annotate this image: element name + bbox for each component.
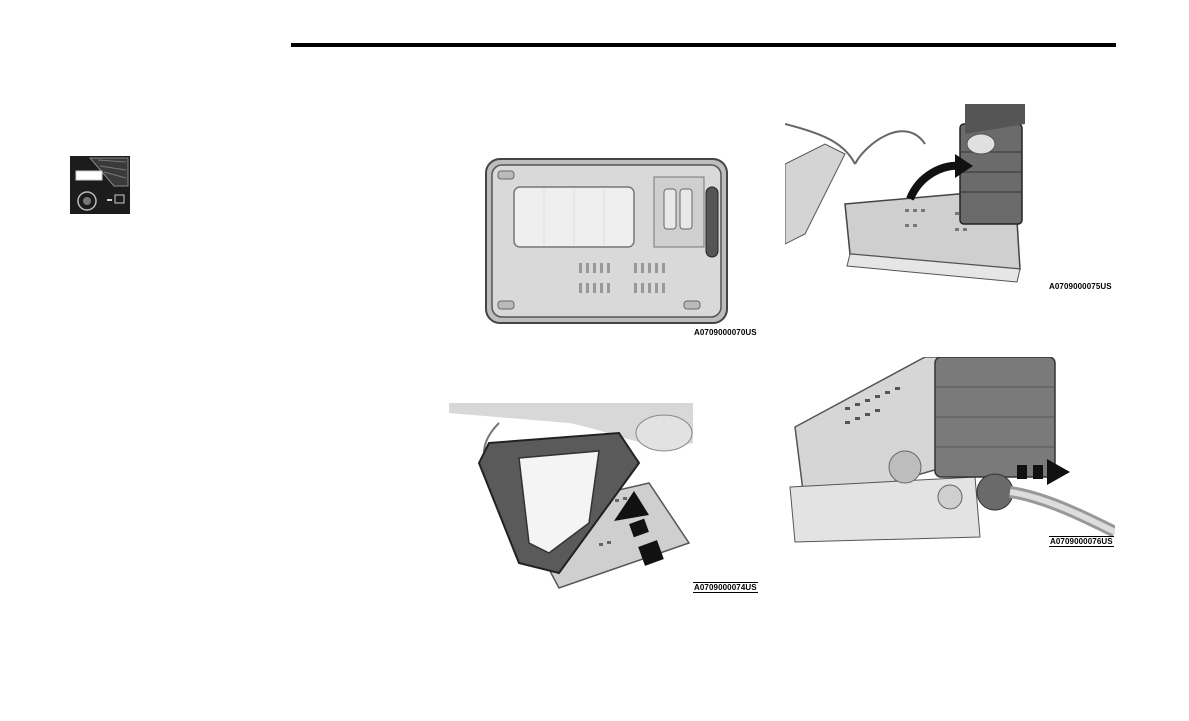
figure-caption: A0709000074US (693, 582, 758, 593)
figure-caption: A0709000076US (1049, 536, 1114, 547)
figure-unit-top-view (484, 157, 729, 325)
figure-caption: A0709000070US (694, 328, 757, 337)
section-thumbnail-icon (70, 156, 130, 214)
figure-drain-hose (785, 357, 1115, 547)
top-rule (291, 43, 1116, 47)
figure-caption: A0709000075US (1049, 282, 1112, 291)
figure-container-lift (785, 104, 1033, 286)
figure-frame-removal (449, 403, 693, 593)
